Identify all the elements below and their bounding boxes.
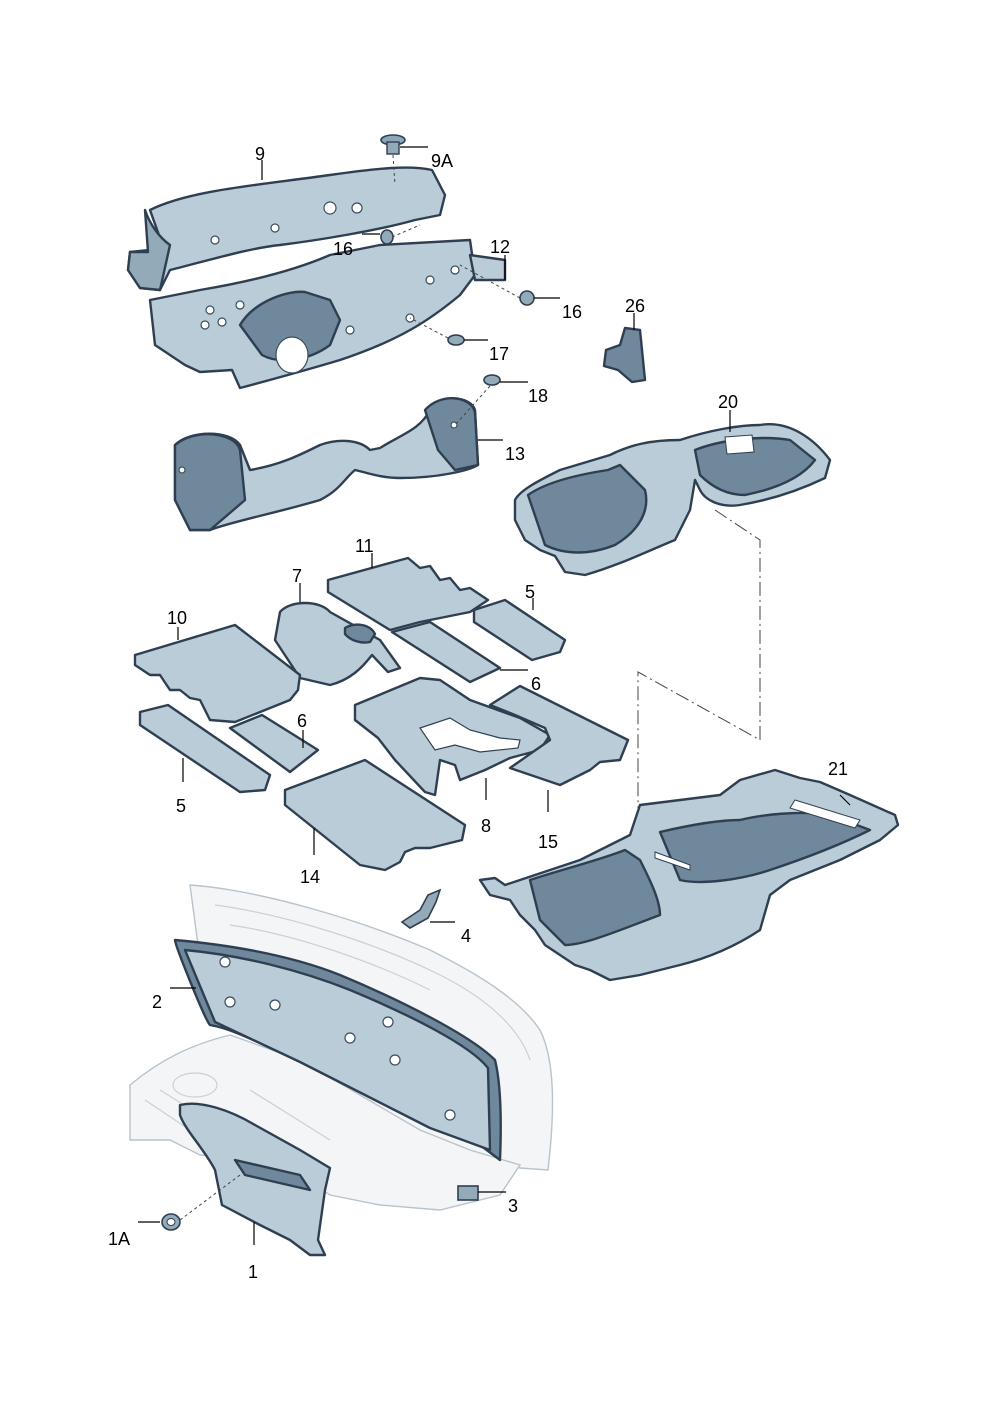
label-14: 14 (300, 867, 320, 887)
label-1: 1 (248, 1262, 258, 1282)
part-7-tunnel-pad[interactable] (273, 601, 402, 687)
label-21: 21 (828, 759, 848, 779)
fastener-18-clip[interactable] (483, 374, 501, 386)
label-6-lower: 6 (297, 711, 307, 731)
label-17: 17 (489, 344, 509, 364)
part-8-center-mat[interactable] (353, 676, 552, 797)
part-6-strip-lower[interactable] (228, 713, 320, 774)
fastener-1a-grommet[interactable] (161, 1213, 181, 1231)
part-5-strip-upper[interactable] (472, 598, 567, 662)
label-15: 15 (538, 832, 558, 852)
label-26: 26 (625, 296, 645, 316)
part-6-strip-upper[interactable] (390, 620, 502, 684)
label-3: 3 (508, 1196, 518, 1216)
label-9a: 9A (431, 151, 453, 171)
fastener-16-grommet-lower[interactable] (519, 290, 535, 306)
callout-labels: 9 9A 16 12 16 26 17 18 20 13 11 7 5 10 6… (108, 144, 848, 1282)
part-21-front-floor-carpet[interactable] (478, 768, 900, 982)
label-16-lower: 16 (562, 302, 582, 322)
label-2: 2 (152, 992, 162, 1012)
label-16-upper: 16 (333, 239, 353, 259)
part-12-bulkhead-insulation[interactable] (148, 238, 507, 390)
part-20-rear-floor-carpet[interactable] (513, 423, 832, 577)
leader-lines (138, 146, 851, 1245)
label-1a: 1A (108, 1229, 130, 1249)
fastener-4-clip[interactable] (400, 888, 442, 929)
label-13: 13 (505, 444, 525, 464)
label-9: 9 (255, 144, 265, 164)
label-8: 8 (481, 816, 491, 836)
label-10: 10 (167, 608, 187, 628)
label-5-upper: 5 (525, 582, 535, 602)
label-18: 18 (528, 386, 548, 406)
label-6-upper: 6 (531, 674, 541, 694)
label-7: 7 (292, 566, 302, 586)
label-11: 11 (355, 536, 374, 556)
label-5-lower: 5 (176, 796, 186, 816)
part-15-mat[interactable] (488, 684, 630, 787)
part-9-upper-insulation[interactable] (126, 166, 447, 292)
part-1-side-shield[interactable] (178, 1102, 332, 1257)
fastener-3-clip[interactable] (457, 1185, 479, 1201)
part-11-mat[interactable] (326, 556, 490, 632)
label-12: 12 (490, 237, 510, 257)
part-13-lower-insulation[interactable] (173, 397, 480, 532)
fastener-17-clip[interactable] (447, 334, 465, 346)
fastener-9a-clip[interactable] (380, 134, 406, 155)
part-26-bracket-pad[interactable] (602, 326, 647, 384)
label-4: 4 (461, 926, 471, 946)
part-5-strip-lower[interactable] (138, 703, 272, 794)
label-20: 20 (718, 392, 738, 412)
fastener-16-grommet-upper[interactable] (380, 229, 394, 245)
alignment-line (637, 509, 761, 810)
part-10-mat[interactable] (133, 623, 302, 724)
part-2-hood-insulation[interactable] (173, 938, 502, 1162)
part-14-mat[interactable] (283, 758, 467, 872)
